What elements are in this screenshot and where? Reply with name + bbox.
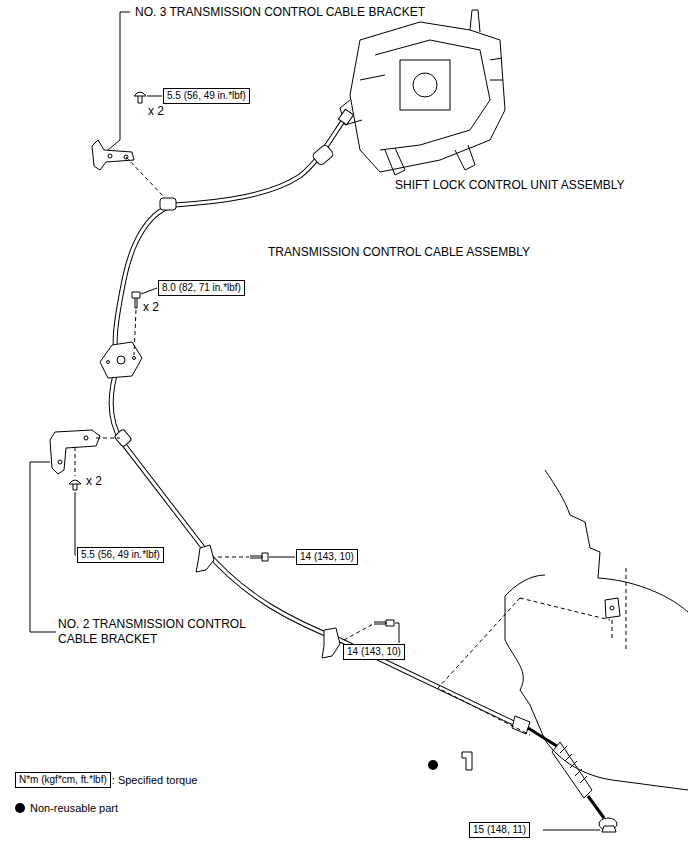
quantity-label: x 2 — [85, 474, 103, 489]
clamp — [322, 628, 340, 658]
plate-hub — [117, 356, 125, 364]
clip — [462, 752, 472, 770]
part-label: NO. 2 TRANSMISSION CONTROL CABLE BRACKET — [57, 617, 249, 647]
torque-box: 14 (143, 10) — [343, 644, 405, 660]
nut-symbol — [602, 826, 616, 832]
dash-line — [96, 438, 120, 439]
transmission-outline — [505, 470, 688, 790]
non-reusable-mark — [15, 803, 25, 813]
leader-line — [147, 96, 162, 97]
dash-line — [134, 310, 136, 355]
torque-value: N*m (kgf*cm, ft.*lbf) — [19, 774, 107, 786]
bracket — [50, 430, 100, 474]
quantity-label: x 2 — [147, 104, 165, 119]
bolt-hole — [108, 154, 112, 158]
shift-lock-unit — [340, 10, 505, 175]
part-label: NO. 3 TRANSMISSION CONTROL CABLE BRACKET — [134, 5, 426, 20]
torque-value: 15 (148, 11) — [473, 824, 526, 836]
cable-end — [338, 109, 353, 125]
bracket — [92, 140, 134, 170]
cable-fitting — [312, 144, 335, 166]
torque-box: 14 (143, 10) — [296, 549, 358, 565]
legend-item: Non-reusable part — [30, 801, 118, 815]
leader-line — [75, 492, 76, 555]
torque-value: 5.5 (56, 49 in.*lbf) — [167, 90, 246, 102]
legend-text: : Specified torque — [112, 774, 198, 786]
leader-line — [269, 557, 295, 558]
dash-line — [126, 157, 165, 198]
legend-item: : Specified torque — [112, 773, 198, 787]
bolt-symbol — [250, 553, 268, 561]
bolt-symbol — [374, 620, 394, 626]
cable-fitting — [160, 198, 176, 210]
torque-value: 8.0 (82, 71 in.*lbf) — [162, 282, 241, 294]
dash-line — [520, 598, 610, 620]
leader-line — [395, 623, 399, 643]
bolt-hole — [133, 357, 136, 360]
dash-line — [75, 447, 76, 476]
dash-line — [344, 624, 373, 640]
torque-box: 8.0 (82, 71 in.*lbf) — [158, 280, 245, 296]
leader-line — [30, 462, 56, 632]
bolt-hole — [107, 361, 110, 364]
bolt-symbol — [132, 292, 140, 308]
legend-text: Non-reusable part — [30, 802, 118, 814]
bolt-symbol — [134, 92, 146, 103]
leader-line — [141, 288, 157, 294]
mounting-plate — [100, 342, 142, 378]
torque-box: 5.5 (56, 49 in.*lbf) — [163, 88, 250, 104]
legend-torque-box: N*m (kgf*cm, ft.*lbf) — [15, 772, 111, 788]
clamp — [196, 545, 214, 572]
torque-value: 14 (143, 10) — [300, 551, 354, 563]
part-label: SHIFT LOCK CONTROL UNIT ASSEMBLY — [394, 178, 626, 193]
bolt-hole — [58, 460, 62, 464]
torque-value: 14 (143, 10) — [347, 646, 401, 658]
non-reusable-mark — [428, 760, 438, 770]
leader-line — [108, 12, 130, 150]
bolt-hole — [84, 436, 88, 440]
torque-box: 5.5 (56, 49 in.*lbf) — [77, 547, 164, 563]
torque-value: 5.5 (56, 49 in.*lbf) — [81, 549, 160, 561]
quantity-label: x 2 — [142, 300, 160, 315]
leader-line — [543, 830, 600, 831]
dash-line — [438, 598, 530, 735]
torque-box: 15 (148, 11) — [469, 822, 530, 838]
part-label: TRANSMISSION CONTROL CABLE ASSEMBLY — [267, 245, 531, 260]
bolt-symbol — [69, 480, 81, 490]
cable-end-rod — [512, 716, 617, 830]
dash-line — [218, 557, 249, 558]
cable-fitting — [114, 429, 132, 447]
